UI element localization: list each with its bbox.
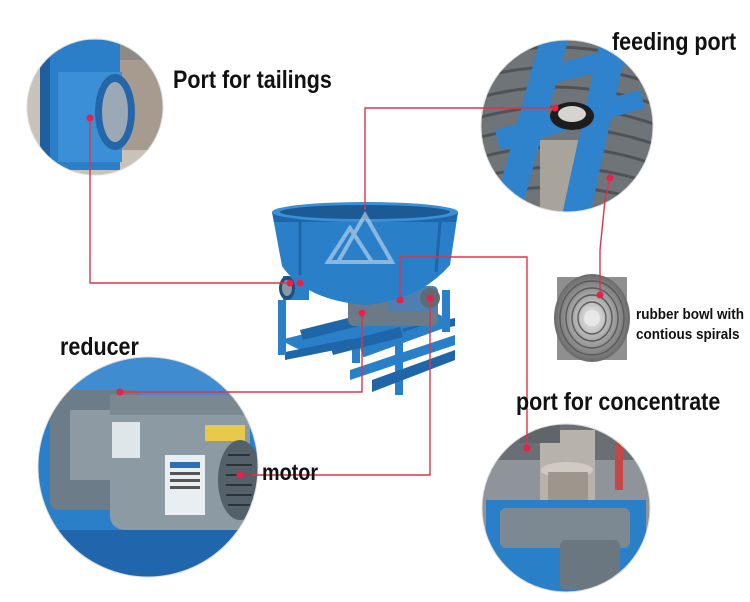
marker-dot: [523, 444, 531, 452]
marker-dot: [396, 296, 404, 304]
feeding-port-photo: [480, 39, 654, 213]
tailings-port-photo: [26, 38, 164, 176]
marker-dot: [551, 104, 559, 112]
rubber-bowl-photo: [554, 274, 630, 362]
marker-dot: [606, 174, 614, 182]
label-feeding-port: feeding port: [612, 28, 737, 56]
marker-dot: [236, 471, 244, 479]
label-rubber-bowl-line2: contious spirals: [636, 326, 740, 343]
label-rubber-bowl: rubber bowl with contious spirals: [636, 305, 744, 345]
label-port-for-concentrate: port for concentrate: [516, 388, 721, 416]
leader-line-reducer: [120, 315, 363, 393]
leader-line-feeding: [364, 107, 555, 210]
leader-line-rubber: [599, 177, 611, 295]
marker-dot: [426, 294, 434, 302]
marker-dot: [116, 388, 124, 396]
marker-dot: [358, 309, 366, 317]
leader-lines: [89, 107, 611, 476]
marker-dot: [596, 291, 604, 299]
label-port-for-tailings: Port for tailings: [173, 66, 332, 94]
leader-line-tailings: [89, 120, 290, 284]
label-rubber-bowl-line1: rubber bowl with: [636, 306, 744, 323]
machine-illustration: [272, 202, 458, 395]
reducer-motor-photo: [37, 356, 259, 578]
marker-dot: [286, 279, 294, 287]
marker-dots: [86, 104, 614, 479]
label-motor: motor: [262, 459, 319, 485]
marker-dot: [296, 279, 304, 287]
leader-line-concentrate: [399, 256, 528, 448]
label-reducer: reducer: [60, 333, 139, 361]
concentrate-port-photo: [481, 423, 651, 593]
marker-dot: [86, 114, 94, 122]
leader-line-motor: [240, 300, 431, 476]
